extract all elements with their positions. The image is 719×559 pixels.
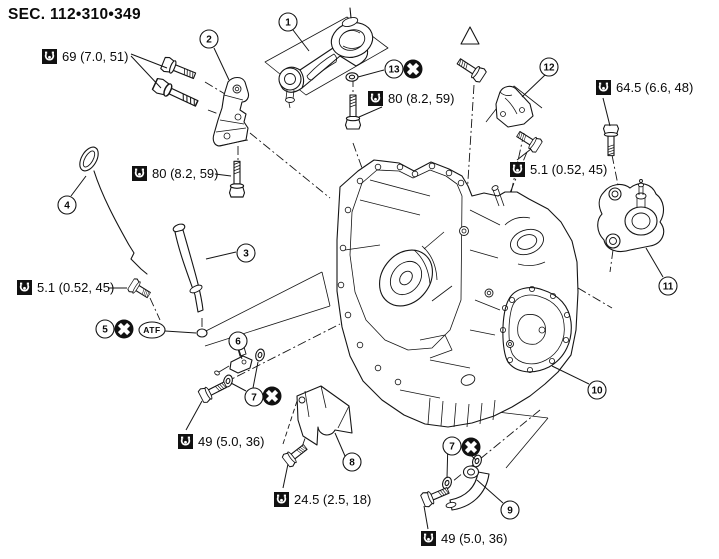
filler-tube (172, 223, 204, 313)
heat-shield (296, 385, 353, 446)
oil-level-gauge (79, 146, 148, 275)
callout-8 (342, 452, 362, 472)
callout-9-number: 9 (507, 506, 513, 517)
callout-13-number: 13 (388, 65, 400, 76)
torque-wrench-icon (273, 491, 290, 508)
torque-wrench-icon (595, 79, 612, 96)
callout-8-number: 8 (349, 458, 355, 469)
callout-6-number: 6 (235, 337, 241, 348)
mount-bracket-2 (212, 76, 250, 147)
selector-lever-stub (491, 185, 505, 207)
upper-bracket-12 (495, 85, 534, 128)
atf-badge (138, 321, 166, 339)
axle-snout (379, 231, 453, 307)
end-cover (499, 285, 572, 373)
callout-12 (539, 57, 559, 77)
torque-value: 24.5 (2.5, 18) (294, 492, 371, 507)
torque-labels: 69 (7.0, 51) 80 (8.2, 59) 80 (8.2, 59) 6… (16, 48, 693, 547)
torque-wrench-icon (367, 90, 384, 107)
callout-1-number: 1 (285, 18, 291, 29)
bolt (344, 94, 362, 130)
torque-value: 49 (5.0, 36) (198, 434, 265, 449)
bell-housing-bolt-holes (337, 162, 465, 386)
triangle-icon (460, 26, 480, 45)
mount-bracket-11 (597, 179, 665, 253)
washer (253, 347, 267, 363)
callout-3 (236, 243, 256, 263)
engine-mount-rod (278, 7, 374, 109)
torque-value: 80 (8.2, 59) (388, 91, 455, 106)
callout-10 (587, 380, 607, 400)
atf-badge-label: ATF (143, 325, 160, 335)
callout-1 (278, 12, 298, 32)
callout-12-number: 12 (543, 63, 555, 74)
bolt (280, 440, 311, 469)
non-reusable-icon (263, 387, 282, 406)
side-cover-opening (504, 216, 546, 266)
transaxle-assembly (336, 159, 579, 428)
callout-13 (384, 59, 404, 79)
callout-3-number: 3 (243, 249, 249, 260)
callouts: 1 2 3 4 5 ATF 6 7 8 9 7 10 11 12 13 (57, 12, 678, 520)
non-reusable-icon (404, 60, 423, 79)
torque-value: 5.1 (0.52, 45) (530, 162, 607, 177)
torque-wrench-icon (420, 530, 437, 547)
callout-9 (500, 500, 520, 520)
joint-fitting (214, 346, 253, 376)
torque-value: 69 (7.0, 51) (62, 49, 129, 64)
callout-4 (57, 195, 77, 215)
callout-7b-number: 7 (449, 442, 455, 453)
callout-11 (658, 276, 678, 296)
torque-value: 5.1 (0.52, 45) (37, 280, 114, 295)
callout-5-number: 5 (102, 325, 108, 336)
torque-wrench-icon (41, 48, 58, 65)
torque-value: 49 (5.0, 36) (441, 531, 508, 546)
bolt (197, 377, 230, 405)
torque-wrench-icon (131, 165, 148, 182)
callout-5 (95, 319, 115, 339)
bolt (513, 127, 544, 154)
callout-2 (199, 29, 219, 49)
o-ring (196, 328, 208, 338)
callout-10-number: 10 (591, 386, 603, 397)
section-title: SEC. 112•310•349 (8, 6, 141, 23)
callout-7b (442, 436, 462, 456)
callout-6 (228, 331, 248, 351)
callout-11-number: 11 (663, 282, 674, 293)
bolt (151, 76, 201, 111)
mount-washer (345, 72, 359, 82)
torque-wrench-icon (16, 279, 33, 296)
torque-value: 80 (8.2, 59) (152, 166, 219, 181)
casting-ribs (344, 179, 501, 428)
bolt (228, 160, 246, 198)
non-reusable-icon (462, 438, 481, 457)
torque-wrench-icon (177, 433, 194, 450)
bolt (126, 277, 154, 303)
callout-7a-number: 7 (251, 393, 257, 404)
bolt (602, 124, 620, 157)
non-reusable-icon (115, 320, 134, 339)
breather-tube (445, 465, 490, 511)
bolt (454, 54, 488, 84)
torque-value: 64.5 (6.6, 48) (616, 80, 693, 95)
bolt (159, 55, 198, 84)
torque-wrench-icon (509, 161, 526, 178)
callout-2-number: 2 (206, 35, 212, 46)
callout-4-number: 4 (64, 201, 70, 212)
